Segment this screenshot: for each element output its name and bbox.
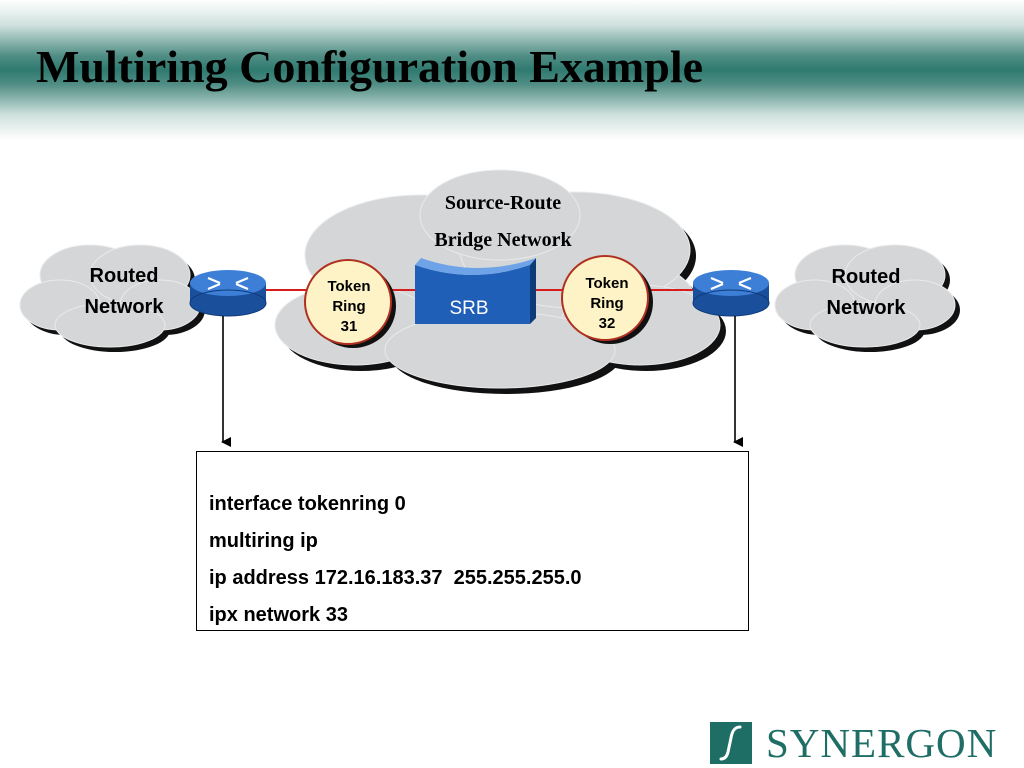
- srb-bridge-label: SRB: [449, 298, 488, 319]
- right-cloud-label-line2: Network: [827, 297, 907, 319]
- config-line: ipx network 33: [209, 604, 348, 626]
- left-cloud-label-line1: Routed: [90, 265, 159, 287]
- token-ring-32-line3: 32: [599, 315, 616, 332]
- right-cloud-label-line1: Routed: [832, 266, 901, 288]
- slide-title: Multiring Configuration Example: [36, 41, 704, 92]
- srb-cloud-label-line1: Source-Route: [445, 192, 561, 214]
- token-ring-31-line1: Token: [327, 278, 370, 295]
- config-line: interface tokenring 0: [209, 493, 406, 515]
- token-ring-32-icon: [561, 255, 653, 344]
- left-router-icon: [189, 270, 267, 317]
- config-line: multiring ip: [209, 530, 318, 552]
- right-cloud-icon: [774, 244, 960, 352]
- config-lines: interface tokenring 0 multiring ip ip ad…: [209, 486, 582, 634]
- token-ring-32-line1: Token: [585, 275, 628, 292]
- left-cloud-icon: [19, 244, 205, 352]
- token-ring-32-line2: Ring: [590, 295, 623, 312]
- brand-mark-icon: [710, 722, 752, 764]
- config-box: interface tokenring 0 multiring ip ip ad…: [196, 451, 749, 631]
- left-cloud-label-line2: Network: [85, 296, 165, 318]
- srb-cloud-label-line2: Bridge Network: [434, 229, 572, 251]
- header-band: [0, 0, 1024, 140]
- brand-name: SYNERGON: [766, 720, 998, 766]
- token-ring-31-line3: 31: [341, 318, 358, 335]
- right-router-icon: [692, 270, 770, 317]
- token-ring-31-line2: Ring: [332, 298, 365, 315]
- config-line: ip address 172.16.183.37 255.255.255.0: [209, 567, 582, 589]
- token-ring-31-icon: [304, 259, 396, 348]
- brand-logo: SYNERGON: [710, 717, 1010, 765]
- srb-bridge-icon: [415, 258, 536, 324]
